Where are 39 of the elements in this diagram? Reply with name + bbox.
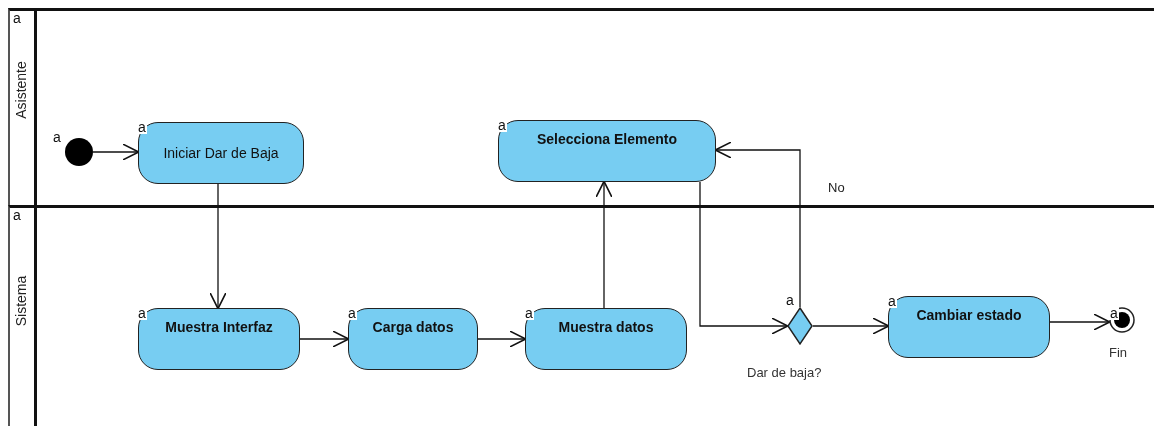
corner-mark: a xyxy=(887,295,897,308)
arrow xyxy=(699,181,789,335)
corner-mark: a xyxy=(137,121,147,134)
action-text: Selecciona Elemento xyxy=(536,131,678,147)
action-text: Muestra datos xyxy=(558,319,654,335)
lane-title: Asistente xyxy=(13,60,29,119)
arrow xyxy=(477,330,527,348)
node-caption: Fin xyxy=(1109,345,1128,360)
action-box xyxy=(498,120,716,182)
corner-mark: a xyxy=(497,119,507,132)
action-text: Carga datos xyxy=(372,319,454,335)
corner-mark: a xyxy=(137,307,147,320)
action-text: Iniciar Dar de Baja xyxy=(163,145,279,161)
action-box xyxy=(888,296,1050,358)
arrow xyxy=(714,141,801,308)
arrow xyxy=(299,330,350,348)
arrow xyxy=(812,317,890,335)
corner-mark: a xyxy=(52,131,62,144)
corner-mark: a xyxy=(524,307,534,320)
corner-mark: a xyxy=(1109,307,1119,320)
action-box xyxy=(138,308,300,370)
corner-mark: a xyxy=(785,294,795,307)
action-box xyxy=(138,122,304,184)
edge-label: No xyxy=(826,180,847,195)
action-box xyxy=(525,308,687,370)
arrow xyxy=(595,180,613,309)
lane-title: Sistema xyxy=(13,275,29,326)
swimlane xyxy=(8,205,1154,426)
arrow xyxy=(209,183,227,310)
arrow xyxy=(92,143,140,161)
swimlane xyxy=(8,8,1154,205)
action-box xyxy=(348,308,478,370)
corner-mark: a xyxy=(12,12,22,25)
corner-mark: a xyxy=(12,209,22,222)
corner-mark: a xyxy=(347,307,357,320)
arrow xyxy=(1049,313,1111,331)
node-caption: Dar de baja? xyxy=(747,365,822,380)
action-text: Cambiar estado xyxy=(916,307,1022,323)
action-text: Muestra Interfaz xyxy=(165,319,273,335)
